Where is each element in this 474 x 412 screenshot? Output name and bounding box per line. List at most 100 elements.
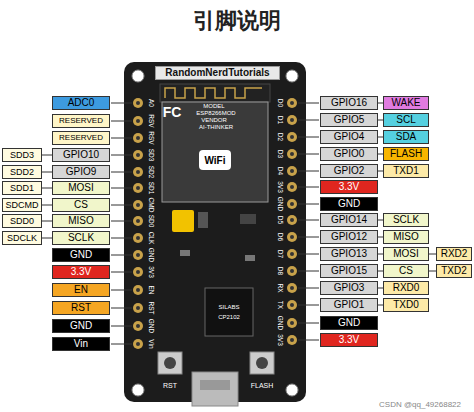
leader-line <box>298 120 319 121</box>
pin-label-box: SDD1 <box>2 181 42 195</box>
pin-label-text: SDD1 <box>10 182 34 194</box>
pin-label-box: RESERVED <box>52 131 110 145</box>
silkscreen-pin-name: CMD <box>148 198 155 213</box>
pin-hole <box>136 324 140 328</box>
pin-label-box: RST <box>52 301 110 315</box>
leader-line <box>111 255 132 256</box>
silkscreen-pin-name: A0 <box>148 99 155 107</box>
silkscreen-pin-name: D7 <box>277 250 284 258</box>
connector-line <box>42 172 52 173</box>
pin-label-text: SDCLK <box>7 232 37 244</box>
leader-line <box>111 103 132 104</box>
antenna-trace <box>165 88 262 98</box>
connector-line <box>429 254 436 255</box>
pin-hole <box>136 203 140 207</box>
pin-label-box: SDD3 <box>2 148 42 162</box>
pin-pad <box>133 150 143 160</box>
pin-hole <box>290 202 294 206</box>
leader-line <box>298 204 319 205</box>
pin-label-box: RESERVED <box>52 114 110 128</box>
pin-hole <box>290 101 294 105</box>
silkscreen-pin-name: GND <box>277 197 284 211</box>
pin-hole <box>290 338 294 342</box>
leader-line <box>298 137 319 138</box>
pin-pad <box>287 115 297 125</box>
silkscreen-pin-name: 3V3 <box>277 181 284 193</box>
pin-label-box: MOSI <box>52 181 110 195</box>
leader-line <box>298 340 319 341</box>
mount-hole <box>132 70 144 82</box>
silkscreen-pin-name: CLK <box>148 232 155 245</box>
pin-label-box: ADC0 <box>52 96 110 110</box>
pin-pad <box>133 285 143 295</box>
pin-label-box: Vin <box>52 337 110 351</box>
pin-label-text: SCLK <box>393 214 419 226</box>
pin-hole <box>290 286 294 290</box>
chip-marking: MODEL <box>203 103 224 109</box>
pin-label-box: GND <box>52 248 110 262</box>
pin-pad <box>133 321 143 331</box>
pin-label-text: GPIO4 <box>334 131 365 143</box>
pin-label-text: GND <box>338 317 360 329</box>
pin-label-text: GPIO2 <box>334 165 365 177</box>
pin-label-box: GPIO12 <box>320 230 378 244</box>
silkscreen-pin-name: SD0 <box>148 215 155 228</box>
pin-label-text: GPIO15 <box>331 265 367 277</box>
pin-label-box: GPIO9 <box>52 165 110 179</box>
pin-label-box: RXD0 <box>383 281 429 295</box>
leader-line <box>298 237 319 238</box>
leader-line <box>111 308 132 309</box>
leader-line <box>111 344 132 345</box>
chip-marking: AI-THINKER <box>199 124 233 130</box>
pin-pad <box>133 133 143 143</box>
pin-label-box: CS <box>383 264 429 278</box>
pin-label-box: 3.3V <box>320 333 378 347</box>
pin-label-text: GPIO9 <box>66 166 97 178</box>
leader-line <box>298 271 319 272</box>
button-name: RST <box>163 382 177 389</box>
pin-label-text: SDCMD <box>6 199 39 211</box>
pin-hole <box>290 135 294 139</box>
pin-label-box: CS <box>52 198 110 212</box>
pin-label-text: SCLK <box>68 232 94 244</box>
silkscreen-pin-name: TX <box>277 301 284 309</box>
pin-pad <box>287 318 297 328</box>
pin-label-text: MISO <box>68 215 94 227</box>
pin-label-box: MOSI <box>383 247 429 261</box>
pin-label-text: GPIO10 <box>63 149 99 161</box>
button-cap <box>256 357 268 369</box>
pin-label-box: GND <box>52 319 110 333</box>
silkscreen-pin-name: GND <box>148 248 155 262</box>
pin-label-box: GPIO1 <box>320 298 378 312</box>
pin-label-text: SDA <box>396 131 417 143</box>
silkscreen-pin-name: SD1 <box>148 182 155 195</box>
pin-label-box: SDD0 <box>2 214 42 228</box>
pin-label-box: TXD0 <box>383 298 429 312</box>
pin-hole <box>290 269 294 273</box>
pin-pad <box>287 249 297 259</box>
pin-pad <box>287 283 297 293</box>
connector-line <box>42 188 52 189</box>
silkscreen-pin-name: D0 <box>277 99 284 107</box>
fc-mark: FC <box>163 104 182 120</box>
pin-label-text: EN <box>74 284 88 296</box>
pin-label-text: SDD2 <box>10 166 34 178</box>
silkscreen-pin-name: RX <box>277 283 284 292</box>
pin-label-box: TXD2 <box>436 264 472 278</box>
pin-hole <box>290 185 294 189</box>
pin-pad <box>287 182 297 192</box>
pin-label-text: RXD2 <box>441 248 468 260</box>
button-cap <box>164 357 176 369</box>
esp-shield <box>162 102 268 202</box>
pin-pad <box>133 216 143 226</box>
pin-hole <box>290 235 294 239</box>
pin-label-text: SDD3 <box>10 149 34 161</box>
usb-connector <box>192 372 238 406</box>
pin-pad <box>287 149 297 159</box>
silkscreen-pin-name: D4 <box>277 167 284 175</box>
mount-hole <box>286 70 298 82</box>
pin-pad <box>133 116 143 126</box>
pin-label-box: GPIO10 <box>52 148 110 162</box>
pin-hole <box>136 236 140 240</box>
pin-label-text: ADC0 <box>68 97 95 109</box>
